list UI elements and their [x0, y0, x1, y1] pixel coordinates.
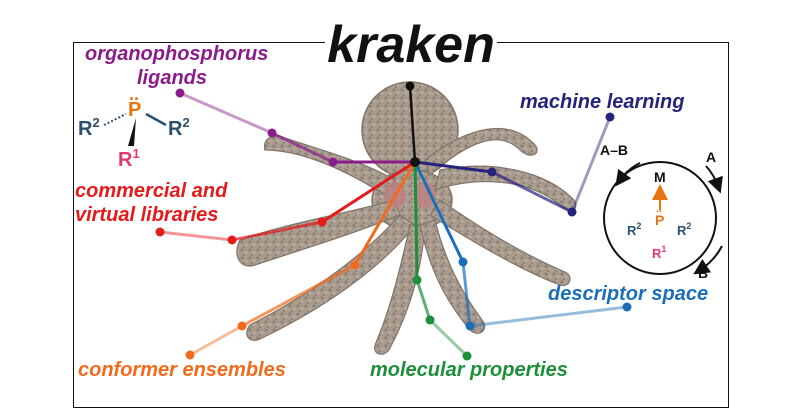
cycle-r2-left: R — [627, 223, 637, 238]
cycle-b: B — [698, 265, 708, 281]
cycle-r2-left-sup: 2 — [636, 221, 641, 231]
node-organophosphorus — [267, 128, 277, 138]
node-molecular — [425, 315, 435, 325]
node-commercial — [155, 227, 165, 237]
cycle-r1: R — [652, 246, 662, 261]
node-descriptor — [622, 302, 632, 312]
node-descriptor — [465, 321, 475, 331]
node-hub — [410, 157, 420, 167]
svg-text:R1: R1 — [652, 244, 666, 261]
svg-text:R2: R2 — [677, 221, 691, 238]
r2-right: R — [168, 118, 183, 140]
node-descriptor — [458, 257, 468, 267]
node-conformer — [350, 260, 360, 270]
label-organophosphorus-line2: ligands — [137, 67, 207, 89]
svg-text:R2: R2 — [168, 115, 190, 140]
title: kraken — [327, 16, 495, 74]
catalytic-cycle: A–B A B M P .. R2 R2 R1 — [600, 142, 723, 281]
node-title — [405, 81, 415, 91]
cycle-metal: M — [654, 169, 666, 185]
connector-lines — [158, 84, 629, 358]
cycle-phosphorus: P — [655, 212, 664, 228]
cycle-r1-sup: 1 — [661, 244, 666, 254]
label-machine-learning: machine learning — [520, 91, 685, 113]
cycle-r2-right: R — [677, 223, 687, 238]
node-conformer — [237, 321, 247, 331]
node-conformer — [185, 350, 195, 360]
label-commercial-line1: commercial and — [75, 180, 228, 202]
phosphorus-atom: P — [128, 99, 141, 121]
label-commercial-line2: virtual libraries — [75, 204, 218, 226]
node-machine-learning — [605, 112, 615, 122]
label-organophosphorus-line1: organophosphorus — [85, 43, 268, 65]
svg-text:R1: R1 — [118, 146, 140, 171]
r2-right-sup: 2 — [182, 115, 189, 130]
label-molecular-properties: molecular properties — [370, 359, 568, 381]
node-commercial — [227, 235, 237, 245]
connector-nodes — [155, 81, 632, 361]
cycle-ab: A–B — [600, 142, 628, 158]
node-commercial — [317, 217, 327, 227]
octopus-illustration — [236, 81, 577, 355]
lone-pair: .. — [129, 84, 139, 104]
node-organophosphorus — [175, 88, 185, 98]
cycle-r2-right-sup: 2 — [686, 221, 691, 231]
svg-text:R2: R2 — [78, 115, 100, 140]
svg-text:R2: R2 — [627, 221, 641, 238]
node-organophosphorus — [328, 157, 338, 167]
node-molecular — [412, 275, 422, 285]
cycle-a: A — [706, 149, 716, 165]
r1: R — [118, 149, 133, 171]
r2-left-sup: 2 — [92, 115, 99, 130]
r2-left: R — [78, 118, 93, 140]
node-machine-learning — [567, 207, 577, 217]
node-molecular — [462, 351, 472, 361]
phosphine-structure: P .. R2 R2 R1 — [78, 84, 190, 171]
r1-sup: 1 — [132, 146, 139, 161]
svg-text:..: .. — [656, 203, 662, 215]
label-descriptor-space: descriptor space — [548, 283, 708, 305]
label-conformer-ensembles: conformer ensembles — [78, 359, 286, 381]
node-machine-learning — [487, 167, 497, 177]
